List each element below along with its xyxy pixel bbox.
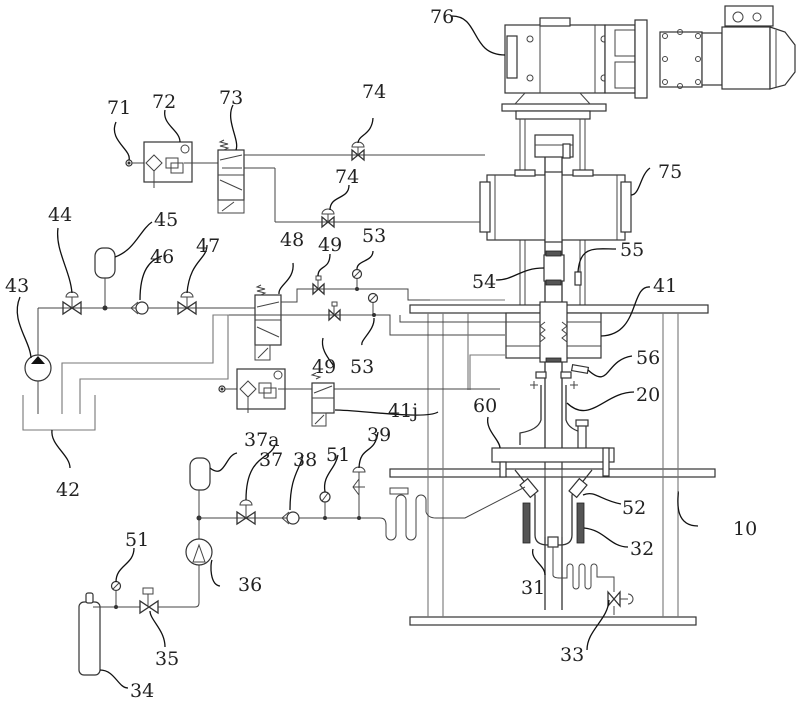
valve-74-upper (351, 148, 365, 162)
label-33: 33 (560, 644, 584, 666)
valve-74-lower (321, 215, 335, 229)
sensor-55 (574, 271, 582, 286)
label-49-lower: 49 (312, 356, 336, 378)
label-46: 46 (150, 246, 174, 268)
oil-tank-42 (22, 395, 96, 431)
coupling-54 (543, 250, 565, 286)
label-51-lower: 51 (125, 529, 149, 551)
label-44: 44 (48, 204, 72, 226)
label-37: 37 (259, 449, 283, 471)
shaft-housing-20 (519, 371, 589, 455)
label-34: 34 (130, 680, 154, 702)
hydraulic-cylinder-41 (505, 301, 602, 363)
reference-labels: 76 75 71 72 73 74 74 44 45 46 47 43 48 4… (5, 6, 757, 702)
label-56: 56 (636, 347, 660, 369)
valve-37 (236, 510, 256, 526)
label-74-lower: 74 (335, 166, 359, 188)
label-48: 48 (280, 229, 304, 251)
hydraulic-circuit (22, 247, 506, 431)
label-73: 73 (219, 87, 243, 109)
flange-plate-60 (491, 447, 615, 478)
label-54: 54 (472, 271, 496, 293)
label-20: 20 (636, 384, 660, 406)
label-49-upper: 49 (318, 234, 342, 256)
gas-cylinder-34 (78, 601, 101, 676)
label-45: 45 (154, 209, 178, 231)
gear-motor-76 (501, 5, 796, 120)
drain-valve-33 (607, 590, 621, 608)
valve-35 (139, 599, 159, 615)
label-37a: 37a (244, 429, 280, 451)
outlet-line (552, 547, 634, 615)
reactor-31 (514, 462, 593, 548)
label-36: 36 (238, 574, 262, 596)
label-76: 76 (430, 6, 454, 28)
label-53-lower: 53 (350, 356, 374, 378)
label-42: 42 (56, 479, 80, 501)
heater-32 (522, 502, 585, 544)
check-valve-38 (286, 511, 300, 525)
label-31: 31 (521, 577, 545, 599)
directional-valve-73 (217, 139, 245, 214)
label-41: 41 (653, 275, 677, 297)
label-52: 52 (622, 497, 646, 519)
label-72: 72 (152, 91, 176, 113)
label-75: 75 (658, 161, 682, 183)
label-10: 10 (733, 518, 757, 540)
label-35: 35 (155, 648, 179, 670)
label-41j: 41j (388, 400, 418, 422)
pneumatic-circuit (125, 139, 485, 229)
label-55: 55 (620, 239, 644, 261)
gas-tank-37a (189, 457, 211, 491)
gas-supply (78, 457, 526, 676)
directional-valve-48 (254, 284, 282, 361)
relief-valve-39 (352, 477, 365, 497)
sensor-56 (570, 363, 590, 375)
label-51-upper: 51 (326, 444, 350, 466)
label-74-upper: 74 (362, 81, 386, 103)
label-60: 60 (473, 395, 497, 417)
label-39: 39 (367, 424, 391, 446)
label-47: 47 (196, 235, 220, 257)
label-43: 43 (5, 275, 29, 297)
label-71: 71 (107, 97, 131, 119)
pneumatic-actuator-75 (479, 169, 632, 243)
label-32: 32 (630, 538, 654, 560)
frl-unit-72 (143, 141, 193, 183)
label-53-upper: 53 (362, 225, 386, 247)
compressor-36 (185, 538, 213, 566)
solenoid-valve-41j (310, 372, 335, 427)
solenoid-circuit (218, 368, 500, 427)
label-38: 38 (293, 449, 317, 471)
leader-lines (16, 15, 699, 689)
